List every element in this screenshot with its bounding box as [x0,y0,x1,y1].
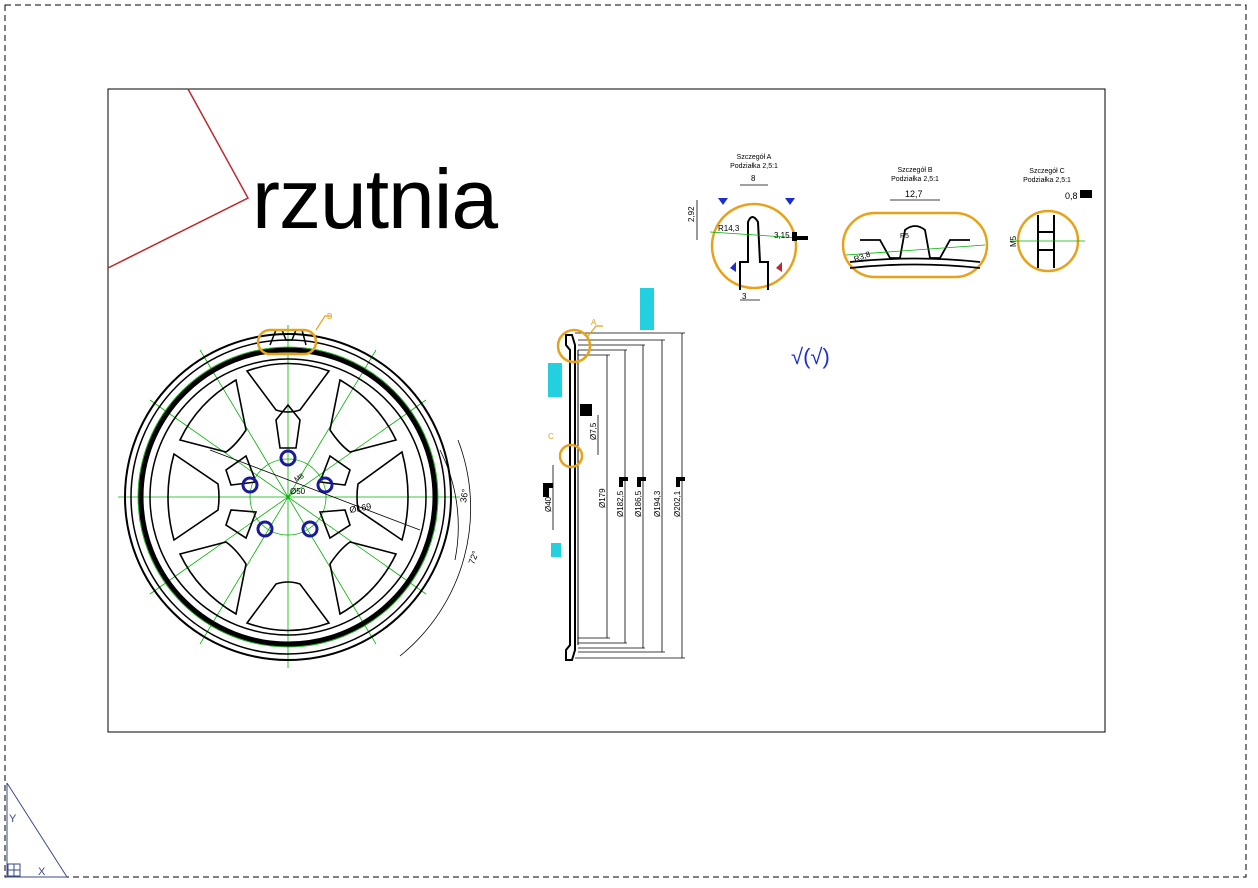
dim-side-7-5: Ø7,5 [589,422,598,440]
detail-b-label: B [327,312,332,321]
detail-c-dim-m5: M5 [1009,235,1018,247]
detail-c-title: Szczegół C [1029,168,1064,175]
detail-c-profile [1037,215,1055,268]
dim-front-50: Ø50 [290,487,306,496]
dim-front-m8: M8 [294,473,306,484]
tolerance-markers [543,404,685,497]
sheet-title: rzutnia [252,152,498,246]
detail-c-scale: Podziałka 2,5:1 [1023,177,1071,184]
dim-front-169: Ø169 [349,501,372,515]
detail-c-callout[interactable] [558,443,584,469]
front-centerlines [118,325,460,668]
detail-a-profile [739,216,769,290]
detail-b-scale: Podziałka 2,5:1 [891,176,939,183]
front-view[interactable]: B Ø169 Ø50 M8 36° 72° [118,312,481,668]
side-dim-lines [552,332,685,659]
ucs-y-label: Y [9,813,17,825]
detail-a[interactable]: Szczegół A Podziałka 2,5:1 8 2,92 R14,3 … [687,154,808,301]
detail-b-callout[interactable] [256,328,318,356]
detail-a-dim-8: 8 [751,174,756,183]
detail-b-dim-r3-8: R3,8 [853,249,872,263]
dim-side-40: Ø40 [544,496,553,512]
detail-a-dim-r14-3: R14,3 [718,224,740,233]
detail-b-profile [849,225,981,269]
red-frame-corner [107,88,250,269]
side-profile [565,334,576,661]
dim-side-179: Ø179 [598,488,607,508]
detail-c-label: C [548,432,554,441]
spoke-windows [167,362,409,632]
detail-a-title: Szczegół A [737,154,772,161]
side-view[interactable]: Ø7,5 Ø40 Ø179 Ø182,5 Ø186,5 Ø194,3 Ø202,… [543,288,685,661]
detail-a-callout[interactable] [556,328,592,364]
viewport-frame[interactable] [107,88,1106,733]
detail-a-dim-3: 3 [742,292,747,301]
detail-b-title: Szczegół B [897,167,932,174]
dim-side-194-3: Ø194,3 [653,490,662,517]
detail-c[interactable]: Szczegół C Podziałka 2,5:1 0,8 M5 [1009,168,1092,273]
rim-inner [149,358,427,636]
surface-finish-note: √(√) [791,344,830,369]
paper-border [4,4,1247,878]
dim-side-186-5: Ø186,5 [634,490,643,517]
cyan-markers [548,288,654,557]
detail-b-ring [841,211,989,279]
dim-side-182-5: Ø182,5 [616,490,625,517]
front-dimensions [209,439,472,657]
detail-a-ring [710,202,798,290]
ucs-x-label: X [38,866,46,878]
detail-c-dim-0-8: 0,8 [1065,191,1078,201]
detail-b-dim-12-7: 12,7 [905,189,923,199]
detail-a-dim-3-15: 3,15 [774,231,790,240]
dim-front-36: 36° [458,488,470,504]
dim-side-202-1: Ø202,1 [673,490,682,517]
detail-b[interactable]: Szczegół B Podziałka 2,5:1 12,7 R3,8 R5 [841,167,989,279]
detail-a-label: A [591,318,597,327]
detail-b-dim-r5: R5 [900,233,909,240]
detail-a-scale: Podziałka 2,5:1 [730,163,778,170]
bolt-holes [241,449,334,538]
rim-outer [124,333,452,661]
detail-a-dim-2-92: 2,92 [687,206,696,222]
ucs-icon [6,782,68,878]
detail-a-markers [718,198,795,272]
rim-band [138,347,438,647]
dim-front-72: 72° [466,549,480,566]
